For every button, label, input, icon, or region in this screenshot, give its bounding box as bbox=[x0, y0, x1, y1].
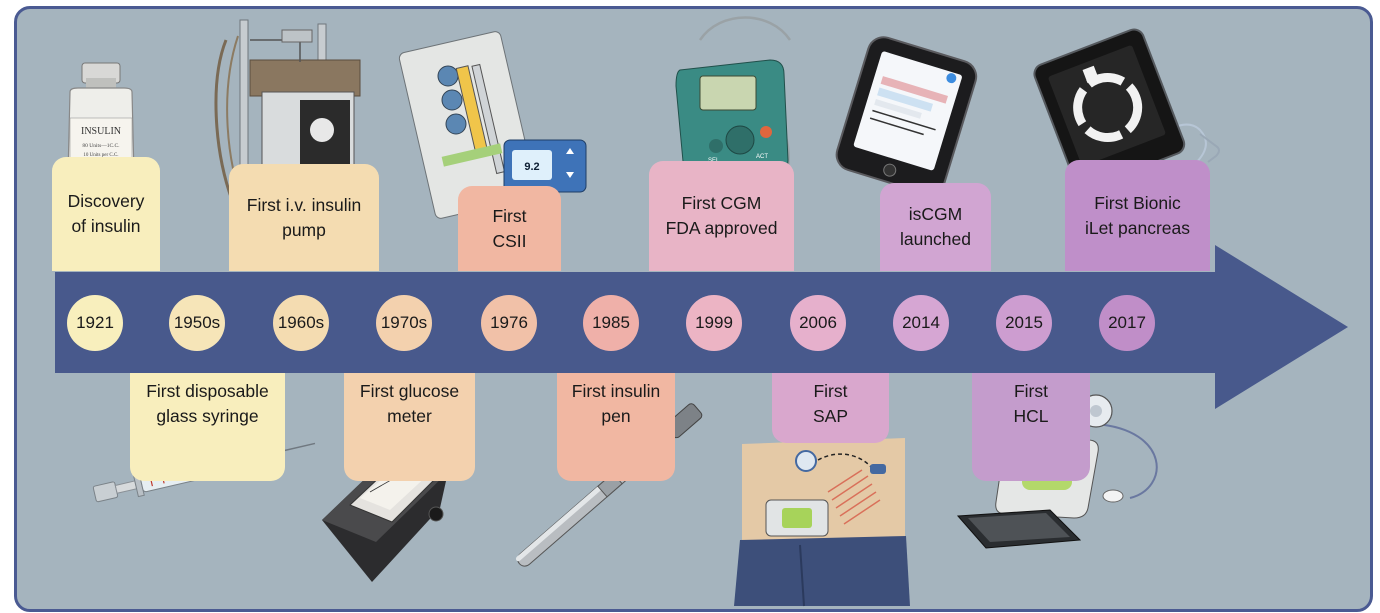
vial-brand-text: INSULIN bbox=[81, 126, 121, 137]
event-label-bottom: First disposable glass syringe bbox=[130, 373, 285, 481]
event-label-top: First CSII bbox=[458, 186, 561, 271]
event-label-top: Discovery of insulin bbox=[52, 157, 160, 271]
year-circle: 1960s bbox=[273, 295, 329, 351]
cgm-device-icon: SEL ACT bbox=[675, 16, 792, 215]
event-label-bottom: First SAP bbox=[772, 373, 889, 443]
event-label-top: First CGM FDA approved bbox=[649, 161, 794, 271]
bionic-ilet-icon bbox=[1033, 28, 1220, 197]
year-circle: 1999 bbox=[686, 295, 742, 351]
year-circle: 1970s bbox=[376, 295, 432, 351]
csii-pump-icon: 9.2 bbox=[398, 31, 587, 219]
year-circle: 1985 bbox=[583, 295, 639, 351]
year-circle: 2014 bbox=[893, 295, 949, 351]
event-label-top: First Bionic iLet pancreas bbox=[1065, 160, 1210, 271]
sensor-augmented-pump-icon bbox=[734, 438, 910, 607]
event-label-bottom: First glucose meter bbox=[344, 373, 475, 481]
year-circle: 2015 bbox=[996, 295, 1052, 351]
year-circle: 1950s bbox=[169, 295, 225, 351]
vial-line1-text: 80 Units—1C.C. bbox=[82, 143, 120, 149]
year-circle: 1976 bbox=[481, 295, 537, 351]
year-circle: 2017 bbox=[1099, 295, 1155, 351]
event-label-top: isCGM launched bbox=[880, 183, 991, 271]
event-label-top: First i.v. insulin pump bbox=[229, 164, 379, 271]
event-label-bottom: First HCL bbox=[972, 373, 1090, 481]
event-label-bottom: First insulin pen bbox=[557, 373, 675, 481]
year-circle: 2006 bbox=[790, 295, 846, 351]
cgm-act-text: ACT bbox=[756, 154, 768, 160]
vial-line2-text: 10 Units per C.C. bbox=[83, 153, 118, 158]
csii-reading-text: 9.2 bbox=[524, 161, 539, 173]
year-circle: 1921 bbox=[67, 295, 123, 351]
iscgm-reader-icon bbox=[835, 36, 978, 196]
